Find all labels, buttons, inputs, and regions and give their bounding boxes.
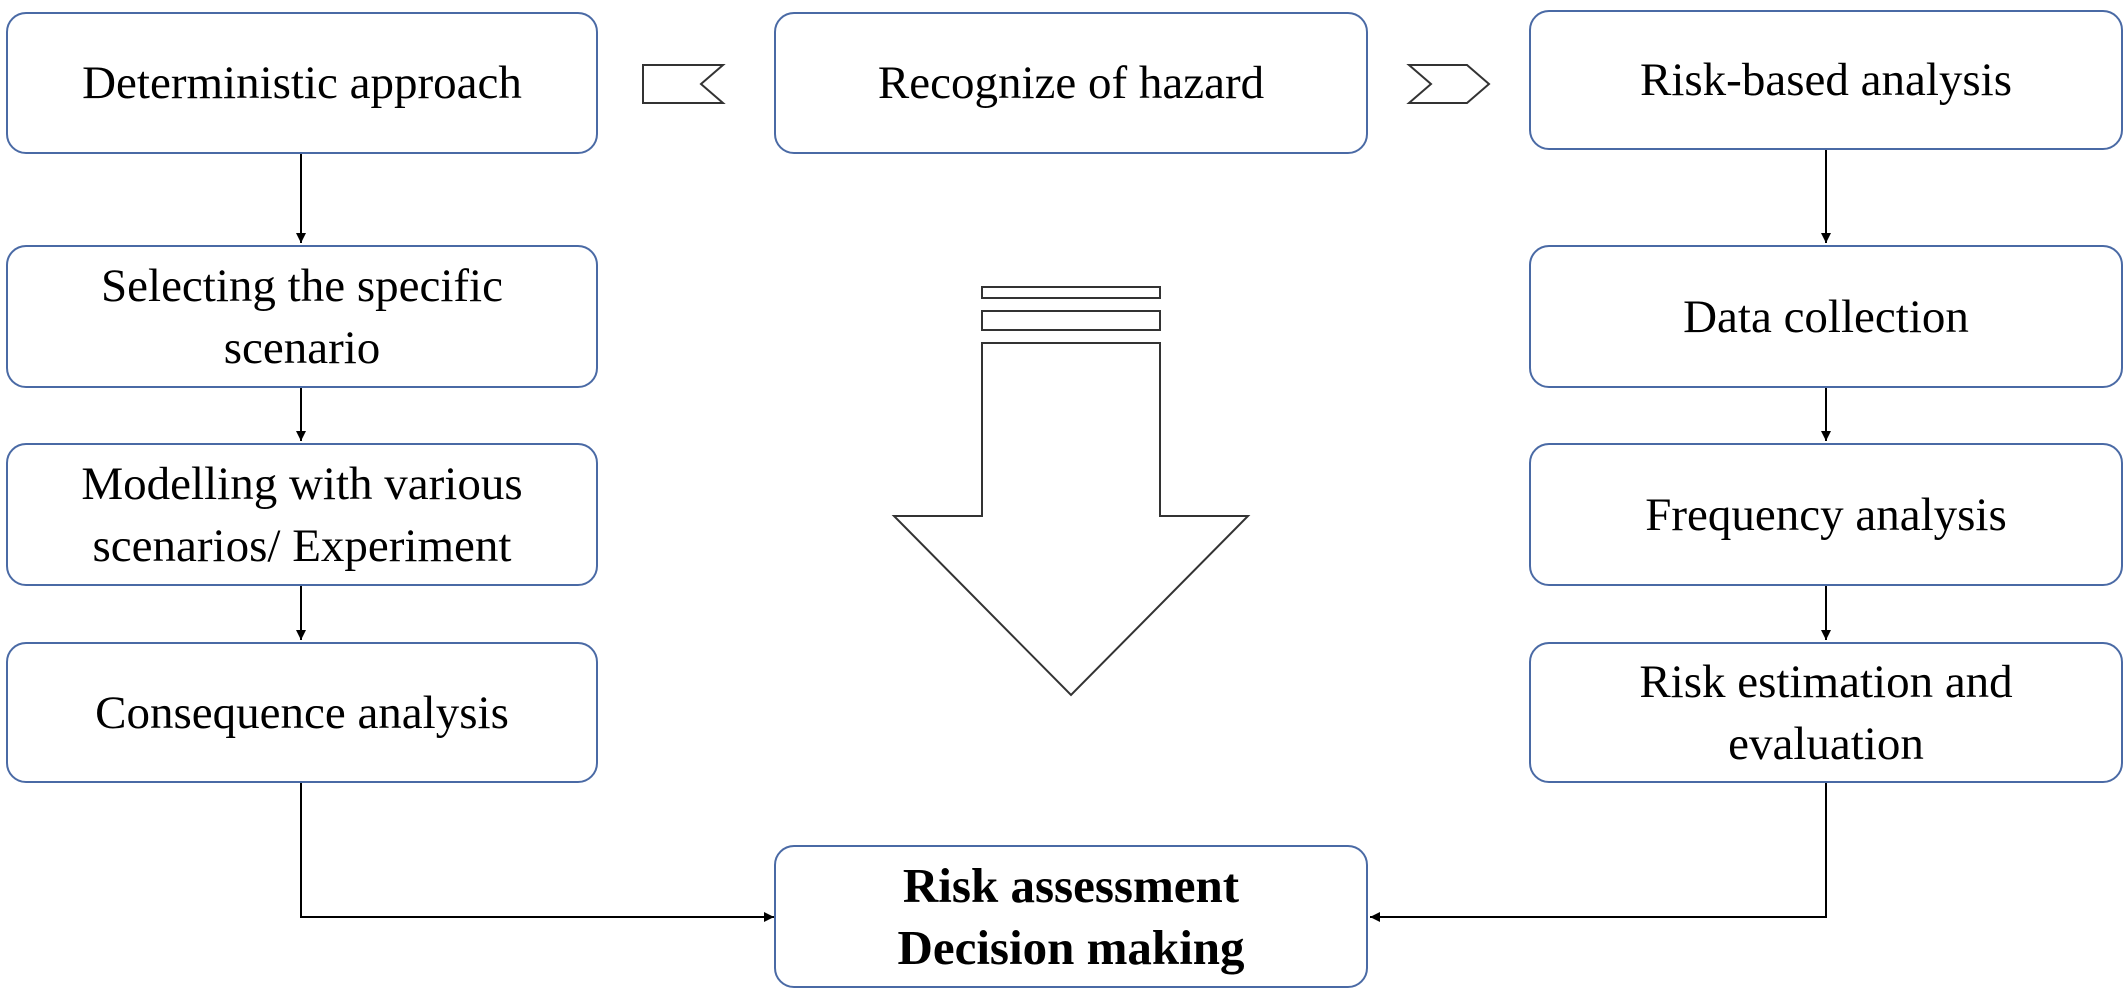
deterministic-approach-label: Deterministic approach — [82, 57, 522, 109]
risk-assessment-box: Risk assessment Decision making — [774, 845, 1368, 988]
modelling-line-2: scenarios/ Experiment — [92, 519, 512, 572]
risk-estimation-line-2: evaluation — [1728, 717, 1924, 770]
deterministic-approach-box: Deterministic approach — [6, 12, 598, 154]
left-chevron-icon — [642, 64, 726, 104]
frequency-analysis-box: Frequency analysis — [1529, 443, 2123, 586]
consequence-analysis-label: Consequence analysis — [95, 686, 509, 739]
recognize-hazard-box: Recognize of hazard — [774, 12, 1368, 154]
data-collection-label: Data collection — [1683, 290, 1969, 343]
selecting-scenario-line-2: scenario — [223, 321, 381, 374]
decision-making-line-2: Decision making — [897, 919, 1245, 975]
edge-riskestimation-to-assessment — [1370, 783, 1827, 922]
right-chevron-icon — [1406, 64, 1491, 104]
modelling-line-1: Modelling with various — [81, 457, 523, 510]
recognize-hazard-label: Recognize of hazard — [877, 57, 1265, 109]
edge-consequence-to-assessment — [300, 783, 774, 922]
data-collection-box: Data collection — [1529, 245, 2123, 388]
risk-based-analysis-label: Risk-based analysis — [1639, 54, 2013, 106]
selecting-scenario-box: Selecting the specific scenario — [6, 245, 598, 388]
consequence-analysis-box: Consequence analysis — [6, 642, 598, 783]
modelling-box: Modelling with various scenarios/ Experi… — [6, 443, 598, 586]
big-down-arrow-icon — [891, 286, 1251, 697]
risk-assessment-line-1: Risk assessment — [902, 857, 1240, 913]
frequency-analysis-label: Frequency analysis — [1645, 488, 2007, 541]
risk-estimation-line-1: Risk estimation and — [1639, 655, 2013, 708]
selecting-scenario-line-1: Selecting the specific — [101, 259, 503, 312]
risk-estimation-box: Risk estimation and evaluation — [1529, 642, 2123, 783]
risk-based-analysis-box: Risk-based analysis — [1529, 10, 2123, 150]
